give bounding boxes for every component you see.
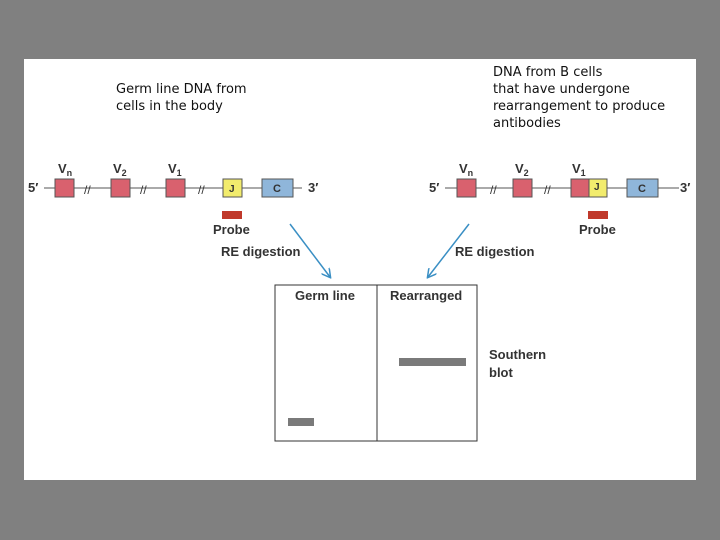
- j-label: J: [229, 184, 235, 195]
- diagram-svg: 5′ // // // Vn V2 V1 J C 3′ Probe RE dig…: [28, 161, 690, 442]
- c-segment: [261, 178, 294, 198]
- c-label: C: [638, 183, 646, 195]
- probe-marker: [588, 211, 608, 219]
- v1-label: V1: [168, 161, 182, 178]
- v2-segment: [110, 178, 131, 198]
- break-mark: //: [84, 183, 91, 197]
- five-prime-label: 5′: [429, 180, 439, 195]
- v2-label: V2: [515, 161, 529, 178]
- probe-label: Probe: [579, 222, 616, 237]
- break-mark: //: [544, 183, 551, 197]
- j-segment: [588, 178, 608, 198]
- v2-segment: [512, 178, 533, 198]
- j-label: J: [594, 182, 600, 193]
- southern-blot-label: Southern blot: [489, 347, 547, 380]
- v1-segment: [570, 178, 590, 198]
- arrow-to-germline: [289, 223, 330, 277]
- vn-label: Vn: [58, 161, 72, 178]
- break-mark: //: [198, 183, 205, 197]
- arrow-to-rearranged: [428, 223, 470, 277]
- vn-segment: [456, 178, 477, 198]
- probe-label: Probe: [213, 222, 250, 237]
- germline-caption: Germ line DNA from cells in the body: [116, 82, 247, 114]
- break-mark: //: [140, 183, 147, 197]
- rearranged-dna: 5′ // // Vn V2 V1 J C 3′ Probe RE digest…: [429, 161, 690, 259]
- bcell-caption: DNA from B cells that have undergone rea…: [493, 65, 666, 131]
- probe-marker: [222, 211, 242, 219]
- vn-segment: [54, 178, 75, 198]
- five-prime-label: 5′: [28, 180, 38, 195]
- rearranged-band: [399, 358, 466, 366]
- rearranged-lane-title: Rearranged: [390, 288, 463, 303]
- v2-label: V2: [113, 161, 127, 178]
- vn-label: Vn: [459, 161, 473, 178]
- germ-line-lane-title: Germ line: [295, 288, 355, 303]
- break-mark: //: [490, 183, 497, 197]
- v1-segment: [165, 178, 186, 198]
- germline-band: [288, 418, 314, 426]
- c-segment: [626, 178, 659, 198]
- three-prime-label: 3′: [308, 180, 318, 195]
- c-label: C: [273, 183, 281, 195]
- v1-label: V1: [572, 161, 586, 178]
- re-digestion-label: RE digestion: [455, 244, 535, 259]
- re-digestion-label: RE digestion: [221, 244, 301, 259]
- slide: Germ line DNA from cells in the body DNA…: [24, 59, 696, 480]
- three-prime-label: 3′: [680, 180, 690, 195]
- germline-dna: 5′ // // // Vn V2 V1 J C 3′ Probe RE dig…: [28, 161, 318, 259]
- j-segment: [222, 178, 243, 198]
